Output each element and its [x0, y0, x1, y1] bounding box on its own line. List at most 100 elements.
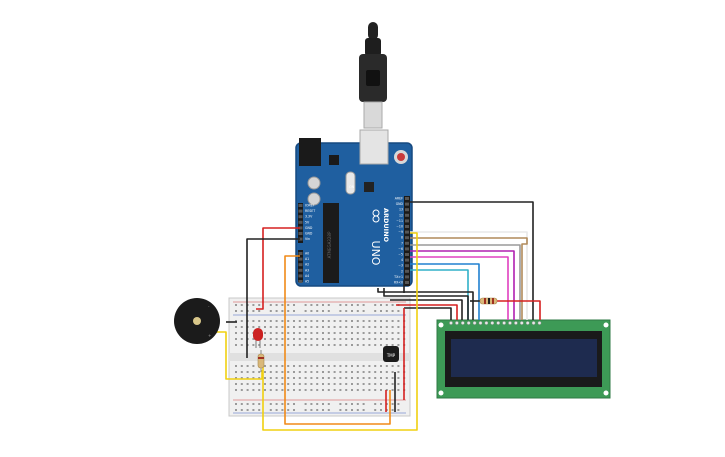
breadboard-hole[interactable] — [258, 326, 261, 328]
breadboard-hole[interactable] — [316, 338, 319, 340]
breadboard-hole[interactable] — [264, 332, 266, 334]
breadboard-hole[interactable] — [287, 320, 290, 322]
rail-hole[interactable] — [287, 310, 290, 312]
lcd-pin[interactable] — [531, 321, 536, 325]
breadboard-hole[interactable] — [275, 389, 278, 391]
lcd-pin[interactable] — [508, 321, 512, 325]
digital-pin[interactable] — [405, 269, 409, 273]
rail-hole[interactable] — [269, 310, 272, 312]
digital-pin[interactable] — [405, 247, 409, 251]
breadboard-hole[interactable] — [316, 371, 319, 373]
rail-hole[interactable] — [304, 403, 307, 405]
breadboard-hole[interactable] — [240, 365, 243, 367]
breadboard-hole[interactable] — [380, 344, 382, 346]
breadboard-hole[interactable] — [258, 389, 261, 391]
rail-hole[interactable] — [351, 304, 353, 306]
breadboard-hole[interactable] — [310, 326, 313, 328]
breadboard-hole[interactable] — [391, 365, 394, 367]
breadboard-hole[interactable] — [269, 371, 272, 373]
rail-hole[interactable] — [362, 403, 365, 405]
digital-pin[interactable] — [405, 197, 409, 200]
breadboard-hole[interactable] — [380, 377, 382, 379]
breadboard-hole[interactable] — [322, 320, 324, 322]
breadboard-hole[interactable] — [316, 332, 319, 334]
rail-hole[interactable] — [380, 409, 382, 411]
rail-hole[interactable] — [391, 403, 394, 405]
breadboard-hole[interactable] — [339, 371, 342, 373]
breadboard-hole[interactable] — [235, 383, 237, 385]
breadboard-hole[interactable] — [327, 377, 330, 379]
rail-hole[interactable] — [235, 409, 237, 411]
rail-hole[interactable] — [269, 403, 272, 405]
breadboard-hole[interactable] — [327, 389, 330, 391]
breadboard-hole[interactable] — [397, 332, 400, 334]
breadboard-hole[interactable] — [351, 383, 353, 385]
breadboard-hole[interactable] — [362, 365, 365, 367]
digital-pin[interactable] — [405, 208, 409, 212]
breadboard-hole[interactable] — [322, 326, 324, 328]
rail-hole[interactable] — [304, 310, 307, 312]
breadboard-hole[interactable] — [380, 383, 382, 385]
breadboard-hole[interactable] — [293, 377, 295, 379]
breadboard-hole[interactable] — [298, 338, 301, 340]
rail-hole[interactable] — [374, 409, 377, 411]
breadboard-hole[interactable] — [293, 371, 295, 373]
analog-pin[interactable] — [298, 252, 303, 255]
breadboard-hole[interactable] — [252, 365, 255, 367]
breadboard-hole[interactable] — [304, 338, 307, 340]
rail-hole[interactable] — [240, 409, 243, 411]
rail-hole[interactable] — [235, 310, 237, 312]
lcd-pin[interactable] — [514, 321, 518, 325]
breadboard-hole[interactable] — [391, 326, 394, 328]
rail-hole[interactable] — [327, 304, 330, 306]
breadboard-hole[interactable] — [298, 326, 301, 328]
rail-hole[interactable] — [240, 310, 243, 312]
breadboard-hole[interactable] — [322, 365, 324, 367]
breadboard-hole[interactable] — [264, 371, 266, 373]
rail-hole[interactable] — [304, 304, 307, 306]
breadboard-hole[interactable] — [235, 332, 237, 334]
breadboard-hole[interactable] — [240, 383, 243, 385]
lcd-pin[interactable] — [472, 321, 477, 325]
analog-pin[interactable] — [298, 280, 303, 283]
breadboard-hole[interactable] — [345, 344, 348, 346]
rail-hole[interactable] — [316, 310, 319, 312]
breadboard-hole[interactable] — [264, 326, 266, 328]
lcd-pin[interactable] — [460, 321, 465, 325]
breadboard-hole[interactable] — [269, 365, 272, 367]
rail-hole[interactable] — [397, 310, 400, 312]
breadboard-hole[interactable] — [287, 326, 290, 328]
rail-hole[interactable] — [269, 304, 272, 306]
breadboard-hole[interactable] — [269, 377, 272, 379]
rail-hole[interactable] — [275, 304, 278, 306]
breadboard-hole[interactable] — [351, 338, 353, 340]
lcd-pin[interactable] — [537, 321, 542, 325]
rail-hole[interactable] — [345, 304, 348, 306]
rail-hole[interactable] — [252, 409, 255, 411]
breadboard-hole[interactable] — [293, 332, 295, 334]
breadboard-hole[interactable] — [240, 332, 243, 334]
breadboard-hole[interactable] — [333, 383, 336, 385]
rail-hole[interactable] — [240, 403, 243, 405]
breadboard-hole[interactable] — [339, 344, 342, 346]
breadboard-hole[interactable] — [240, 344, 243, 346]
breadboard-hole[interactable] — [304, 326, 307, 328]
breadboard-hole[interactable] — [310, 320, 313, 322]
breadboard-hole[interactable] — [374, 338, 377, 340]
breadboard-hole[interactable] — [356, 371, 359, 373]
rail-hole[interactable] — [322, 304, 324, 306]
rail-hole[interactable] — [339, 304, 342, 306]
breadboard-hole[interactable] — [264, 389, 266, 391]
breadboard-hole[interactable] — [345, 326, 348, 328]
breadboard-hole[interactable] — [374, 332, 377, 334]
breadboard-hole[interactable] — [327, 371, 330, 373]
breadboard-hole[interactable] — [293, 338, 295, 340]
breadboard-hole[interactable] — [281, 377, 284, 379]
breadboard-hole[interactable] — [258, 371, 261, 373]
rail-hole[interactable] — [287, 304, 290, 306]
rail-hole[interactable] — [339, 409, 342, 411]
breadboard-hole[interactable] — [264, 320, 266, 322]
power-pin[interactable] — [298, 237, 303, 241]
breadboard-hole[interactable] — [333, 338, 336, 340]
rail-hole[interactable] — [240, 304, 243, 306]
